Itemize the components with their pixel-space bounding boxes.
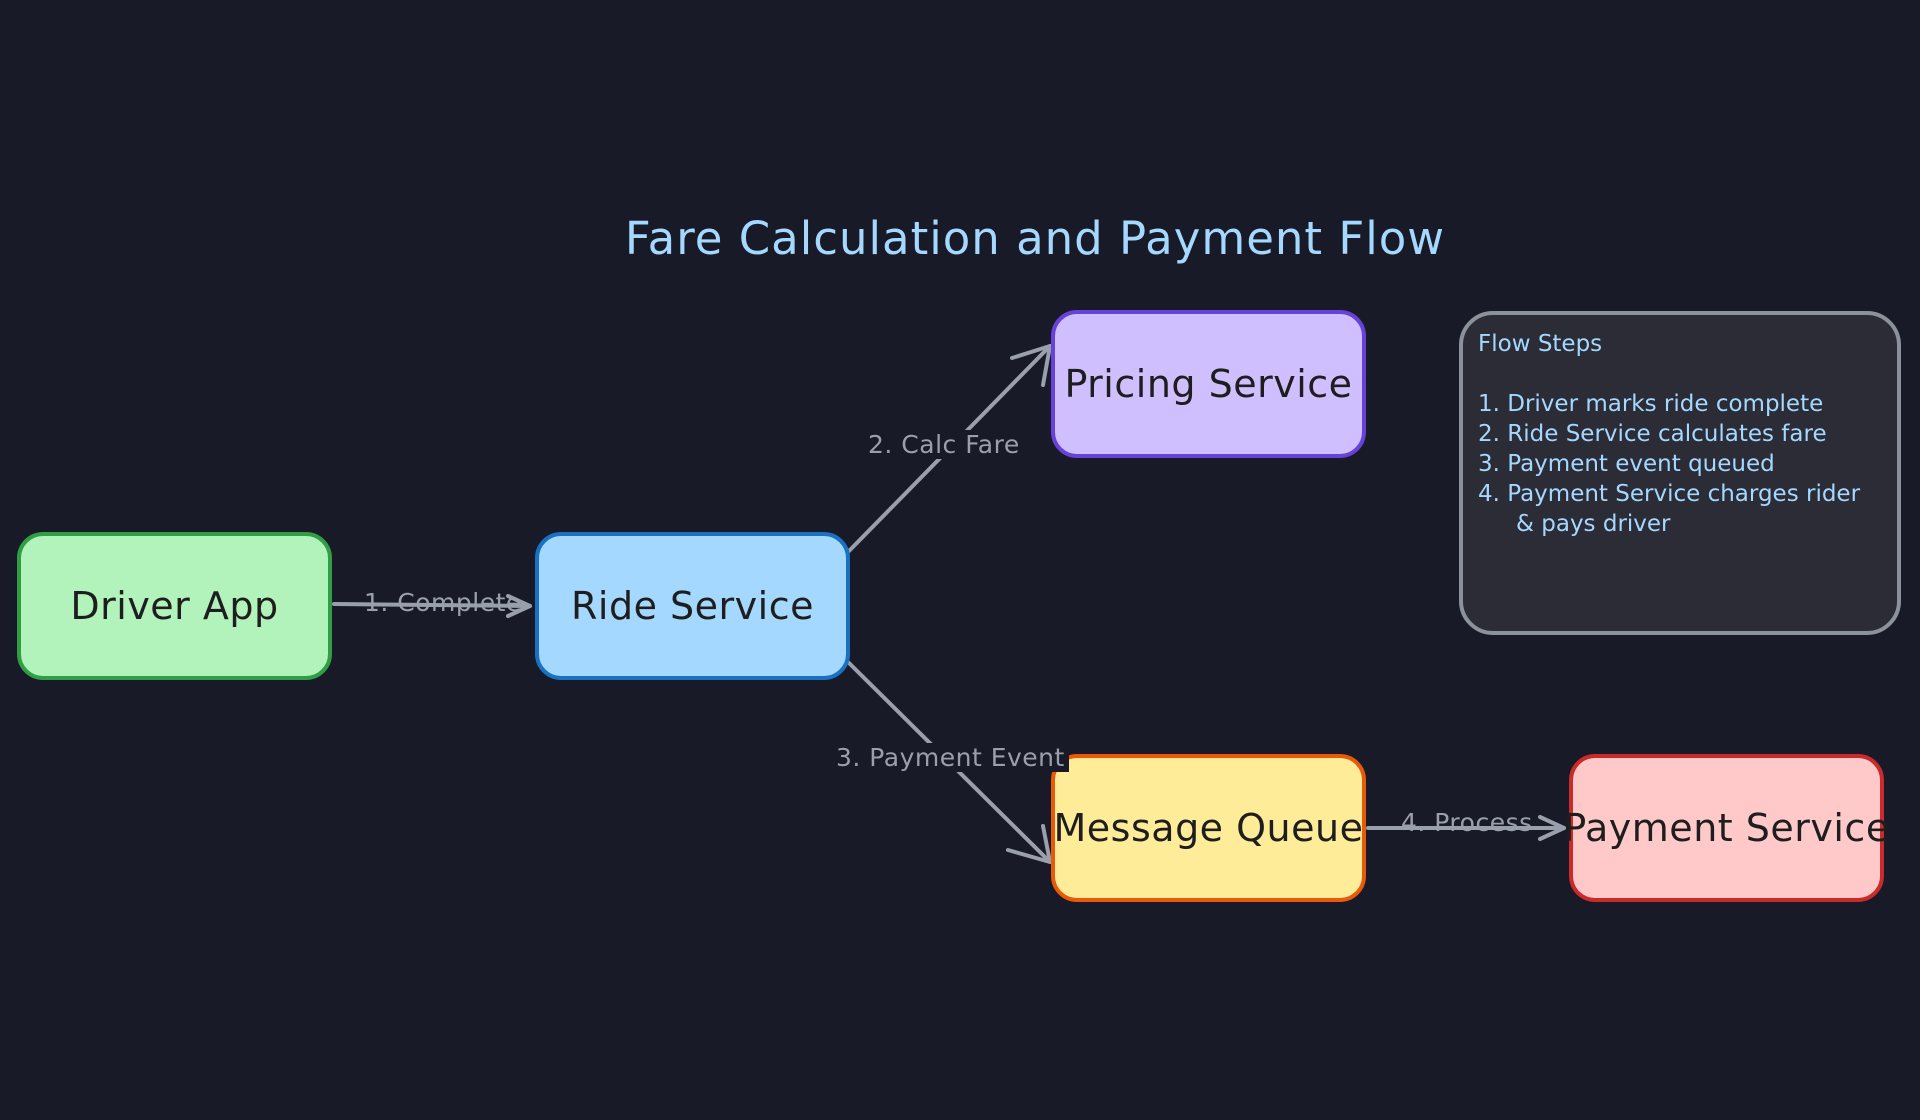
flow-step: 3. Payment event queued	[1478, 451, 1775, 477]
arrow-process	[1366, 815, 1566, 841]
node-label: Payment Service	[1563, 806, 1890, 850]
diagram-title: Fare Calculation and Payment Flow	[624, 212, 1446, 265]
node-label: Ride Service	[571, 584, 814, 628]
node-pricing-service[interactable]: Pricing Service	[1051, 310, 1366, 458]
flow-step: 2. Ride Service calculates fare	[1478, 421, 1827, 447]
node-payment-service[interactable]: Payment Service	[1563, 754, 1889, 902]
flow-step-continuation: & pays driver	[1516, 511, 1671, 537]
edge-label-complete: 1. Complete	[364, 588, 522, 617]
flow-steps-panel[interactable]: Flow Steps 1. Driver marks ride complete…	[1459, 311, 1901, 635]
flow-step: 4. Payment Service charges rider	[1478, 481, 1861, 507]
edge-label-calc-fare: 2. Calc Fare	[864, 430, 1024, 459]
node-label: Pricing Service	[1064, 362, 1353, 406]
node-driver-app[interactable]: Driver App	[17, 532, 332, 680]
flow-steps-list: 1. Driver marks ride complete 2. Ride Se…	[1478, 389, 1883, 539]
flow-step: 1. Driver marks ride complete	[1478, 391, 1824, 417]
edge-label-process: 4. Process	[1401, 808, 1533, 837]
flow-steps-title: Flow Steps	[1478, 331, 1603, 357]
arrow-complete	[332, 594, 532, 618]
edge-label-payment-event: 3. Payment Event	[832, 743, 1069, 772]
node-message-queue[interactable]: Message Queue	[1051, 754, 1366, 902]
node-ride-service[interactable]: Ride Service	[535, 532, 850, 680]
node-label: Message Queue	[1053, 806, 1364, 850]
node-label: Driver App	[70, 584, 279, 628]
